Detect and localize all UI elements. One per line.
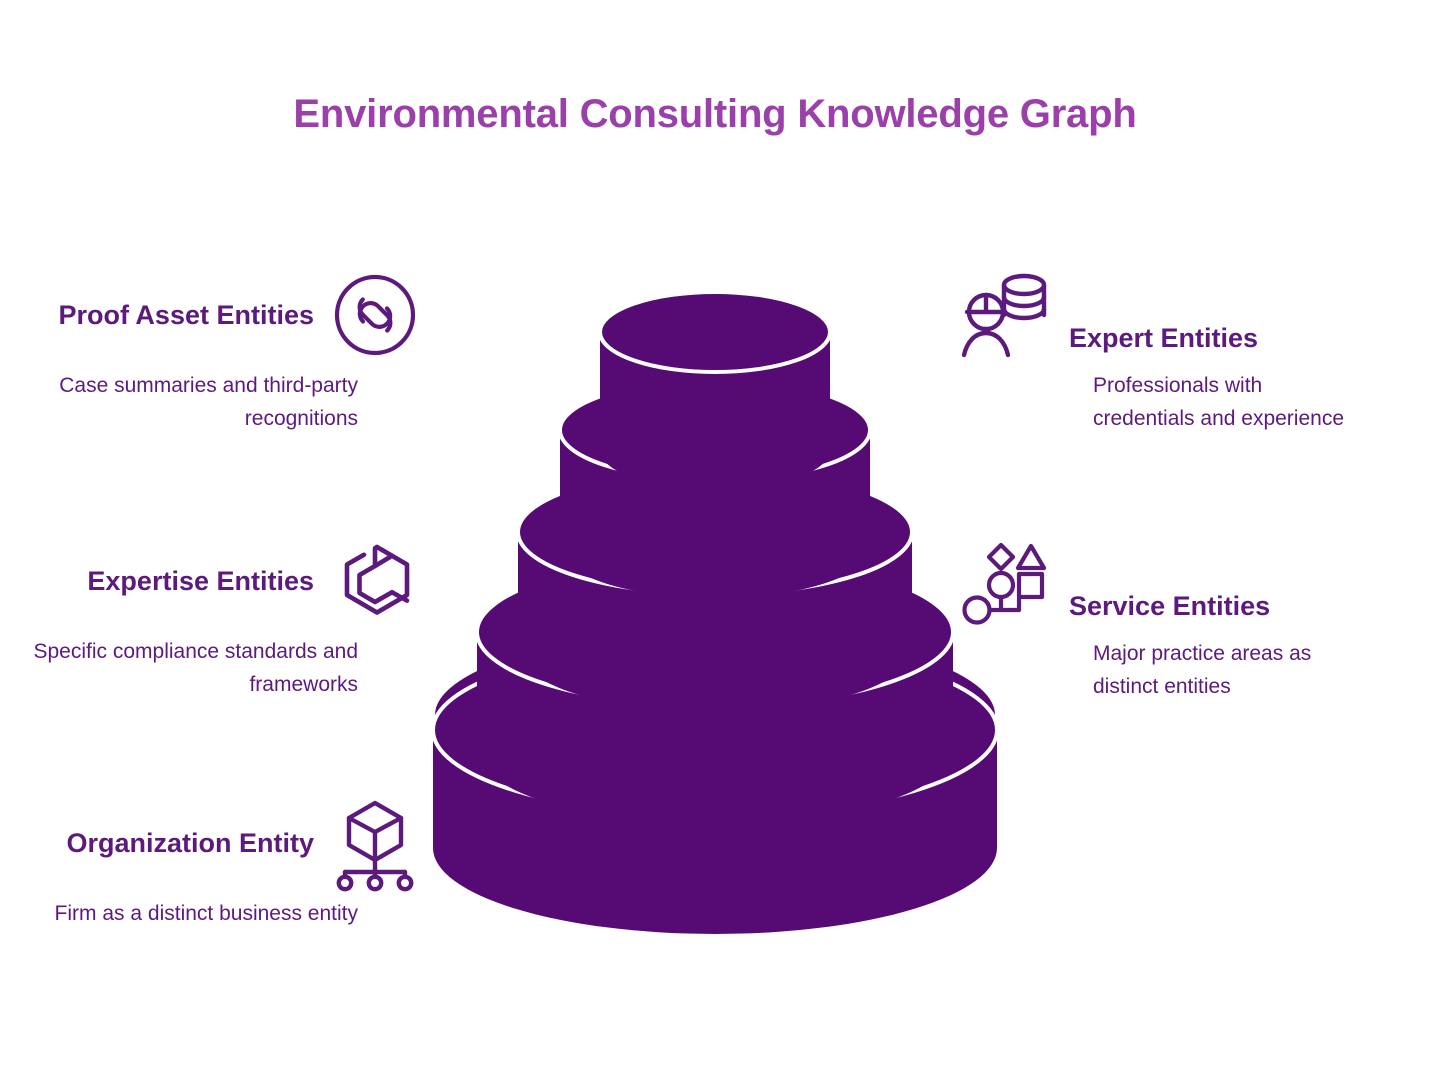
entity-expert-header: Expert Entities — [961, 272, 1365, 358]
entity-organization-label: Organization Entity — [66, 827, 314, 858]
entity-proof-asset-description: Case summaries and third-party recogniti… — [59, 374, 358, 430]
tier-1-top — [598, 290, 832, 374]
entity-proof-asset-header: Proof Asset Entities — [18, 272, 418, 358]
page-title: Environmental Consulting Knowledge Graph — [293, 92, 1137, 136]
stacked-tier-pyramid-graphic — [431, 260, 999, 934]
shapes-network-icon — [962, 540, 1051, 626]
person-database-icon — [961, 272, 1051, 358]
entity-service-description: Major practice areas as distinct entitie… — [1093, 642, 1312, 698]
hexagon-bracket-icon — [332, 538, 418, 624]
entity-organization: Organization Entity Firm as a distinct b… — [18, 800, 418, 931]
entity-organization-header: Organization Entity — [18, 800, 418, 892]
entity-service: Service Entities Major practice areas as… — [962, 540, 1365, 703]
entity-expert: Expert Entities Professionals with crede… — [961, 272, 1365, 435]
entity-service-header: Service Entities — [962, 540, 1365, 626]
entity-expert-description: Professionals with credentials and exper… — [1093, 374, 1344, 430]
entity-service-label: Service Entities — [1069, 590, 1271, 621]
cube-hierarchy-icon — [332, 800, 418, 892]
entity-expertise-description: Specific compliance standards and framew… — [33, 640, 358, 696]
entity-proof-asset-label: Proof Asset Entities — [58, 299, 314, 330]
entity-organization-description: Firm as a distinct business entity — [54, 902, 358, 925]
entity-expert-label: Expert Entities — [1069, 322, 1259, 353]
entity-proof-asset: Proof Asset Entities Case summaries and … — [18, 272, 418, 435]
entity-expertise-header: Expertise Entities — [18, 538, 418, 624]
entity-expertise-label: Expertise Entities — [87, 565, 314, 596]
entity-expertise: Expertise Entities Specific compliance s… — [18, 538, 418, 701]
circle-link-icon — [332, 272, 418, 358]
